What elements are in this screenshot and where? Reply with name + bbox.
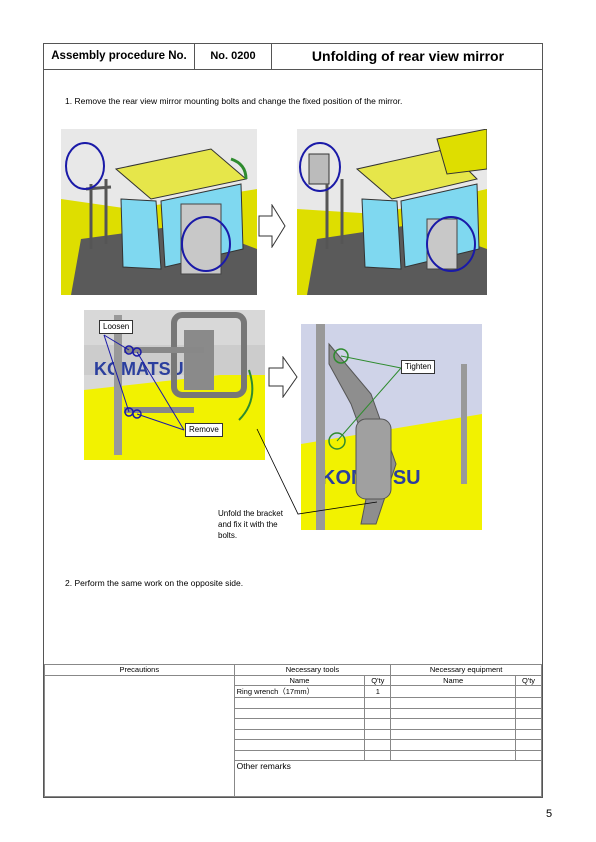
mirror-bracket-detail-after-image: KOMATSU [301, 324, 482, 530]
callout-tighten: Tighten [401, 360, 436, 374]
unfold-note: Unfold the bracket and fix it with the b… [218, 509, 283, 540]
precautions-cell [44, 674, 235, 797]
page-number: 5 [546, 808, 553, 820]
arrow-right-icon [258, 204, 286, 248]
procedure-title: Unfolding of rear view mirror [311, 48, 505, 64]
precautions-header: Precautions [44, 664, 235, 676]
requirements-table: Precautions Necessary tools Necessary eq… [44, 664, 543, 797]
callout-loosen: Loosen [99, 320, 134, 334]
procedure-number: No. 0200 [195, 44, 272, 69]
mirror-bracket-detail-before-image: KOMATSU [84, 310, 265, 460]
step-2-text: 2. Perform the same work on the opposite… [65, 578, 244, 588]
procedure-label: Assembly procedure No. [44, 44, 195, 69]
other-remarks: Other remarks [233, 760, 543, 797]
tool-qty: 1 [364, 685, 392, 698]
callout-remove: Remove [185, 423, 223, 437]
loader-after-image [297, 129, 487, 295]
tools-header: Necessary tools [233, 664, 392, 676]
header-row: Assembly procedure No. No. 0200 Unfoldin… [44, 44, 542, 70]
tool-name: Ring wrench（17mm） [233, 685, 366, 698]
loader-before-image [61, 129, 257, 295]
step-1-text: 1. Remove the rear view mirror mounting … [65, 96, 403, 106]
leader-line [256, 428, 378, 515]
page-frame: Assembly procedure No. No. 0200 Unfoldin… [43, 43, 543, 798]
arrow-right-icon [268, 356, 298, 398]
equipment-header: Necessary equipment [390, 664, 542, 676]
